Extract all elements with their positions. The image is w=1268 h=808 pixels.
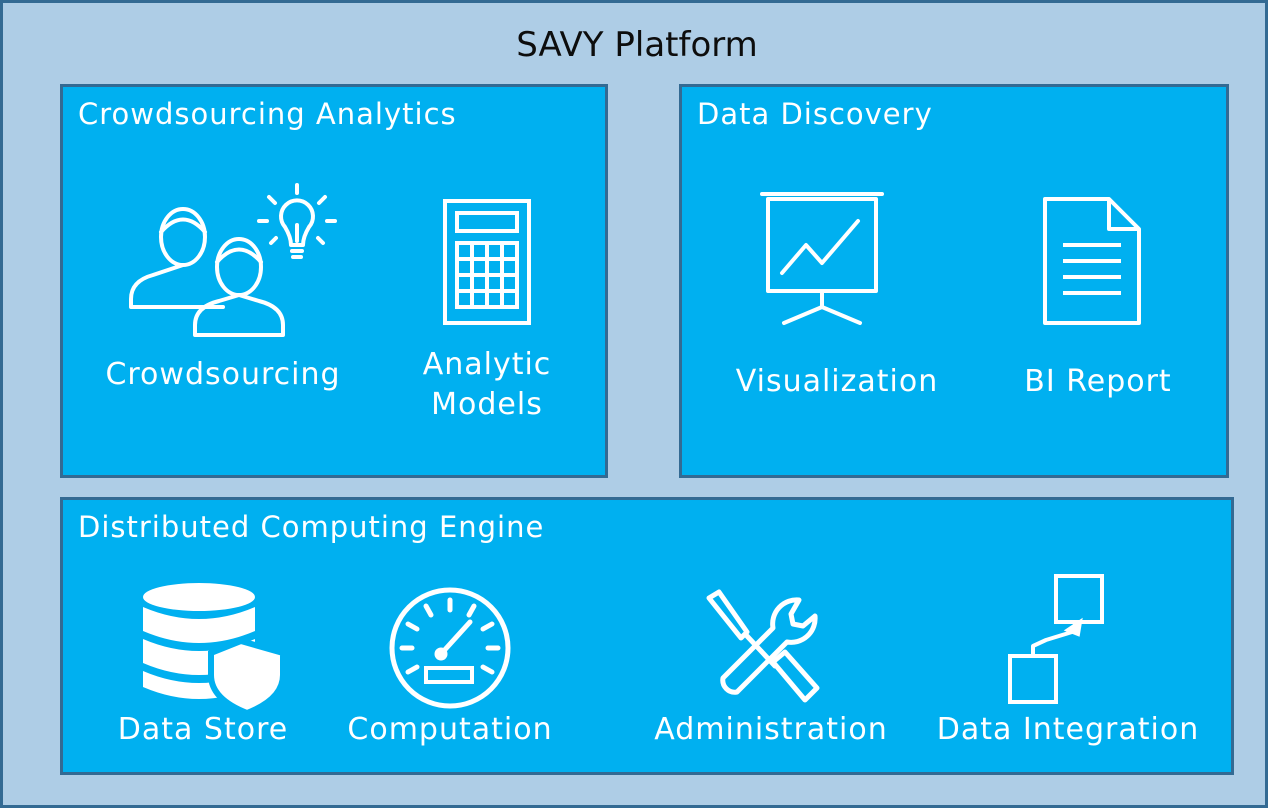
document-icon bbox=[1043, 197, 1141, 325]
database-shield-icon bbox=[143, 583, 286, 717]
calculator-icon bbox=[443, 199, 531, 325]
crowdsourcing-analytics-panel: Crowdsourcing Analytics bbox=[60, 84, 608, 478]
platform-title: SAVY Platform bbox=[516, 25, 758, 65]
speedometer-icon bbox=[389, 587, 511, 709]
data-integration-label: Data Integration bbox=[936, 712, 1200, 747]
wrench-screwdriver-icon bbox=[706, 589, 820, 703]
crowdsourcing-label: Crowdsourcing bbox=[105, 357, 341, 392]
computation-label: Computation bbox=[347, 712, 553, 747]
panel-title: Crowdsourcing Analytics bbox=[78, 97, 457, 131]
data-discovery-panel: Data Discovery Visualization BI Re bbox=[679, 84, 1229, 478]
visualization-label: Visualization bbox=[735, 364, 939, 399]
presentation-chart-icon bbox=[760, 192, 884, 325]
bi-report-label: BI Report bbox=[1024, 364, 1172, 399]
analytic-models-label: Analytic Models bbox=[422, 347, 552, 422]
distributed-computing-panel: Distributed Computing Engine Data Store bbox=[60, 497, 1234, 775]
administration-label: Administration bbox=[654, 712, 888, 747]
people-lightbulb-icon bbox=[129, 183, 337, 337]
panel-title: Data Discovery bbox=[697, 97, 933, 131]
data-store-label: Data Store bbox=[117, 712, 289, 747]
panel-title: Distributed Computing Engine bbox=[78, 510, 545, 544]
connected-boxes-icon bbox=[1008, 574, 1104, 704]
